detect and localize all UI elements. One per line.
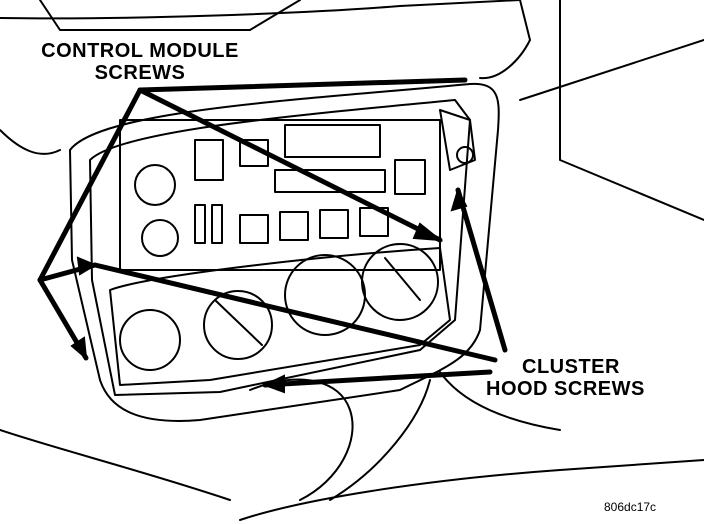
dash-right-edge: [479, 0, 531, 80]
dash-upper-edge: [0, 0, 521, 20]
arrow-control-right: [137, 87, 443, 243]
bezel-inner: [89, 99, 471, 396]
arrow-cluster-to-bottom: [262, 369, 493, 388]
arrow-cluster-to-bezel-left: [92, 262, 498, 363]
climate-panel: [109, 247, 451, 386]
radio-body: [119, 119, 441, 271]
climate-knob-left: [119, 309, 181, 371]
climate-knob-mid: [284, 254, 366, 336]
label-line: SCREWS: [94, 62, 186, 84]
arrow-cluster-to-side: [455, 187, 508, 353]
hand-outline: [249, 378, 354, 501]
label-control-module-screws: CONTROL MODULE SCREWS: [20, 40, 260, 84]
climate-knob-center: [203, 290, 273, 360]
figure-code: 806dc17c: [604, 500, 657, 514]
label-line: HOOD SCREWS: [486, 378, 645, 400]
dash-left-edge: [0, 129, 61, 155]
dash-right-panel: [559, 0, 704, 221]
radio-knob-bottom: [141, 219, 179, 257]
cassette-slot: [274, 169, 386, 193]
radio-display: [284, 124, 381, 158]
arrow-control-side: [137, 77, 468, 93]
climate-knob-right: [361, 243, 439, 321]
dash-right-lower: [519, 39, 704, 101]
dash-vent-outline: [39, 0, 301, 31]
radio-knob-top: [134, 164, 176, 206]
bezel-outer: [69, 82, 500, 422]
arrow-control-left: [37, 87, 143, 283]
console-line: [239, 459, 704, 521]
side-bracket: [439, 109, 476, 171]
label-cluster-hood-screws: CLUSTER HOOD SCREWS: [486, 356, 676, 400]
label-line: CLUSTER: [522, 356, 620, 378]
label-line: CONTROL MODULE: [41, 40, 239, 62]
